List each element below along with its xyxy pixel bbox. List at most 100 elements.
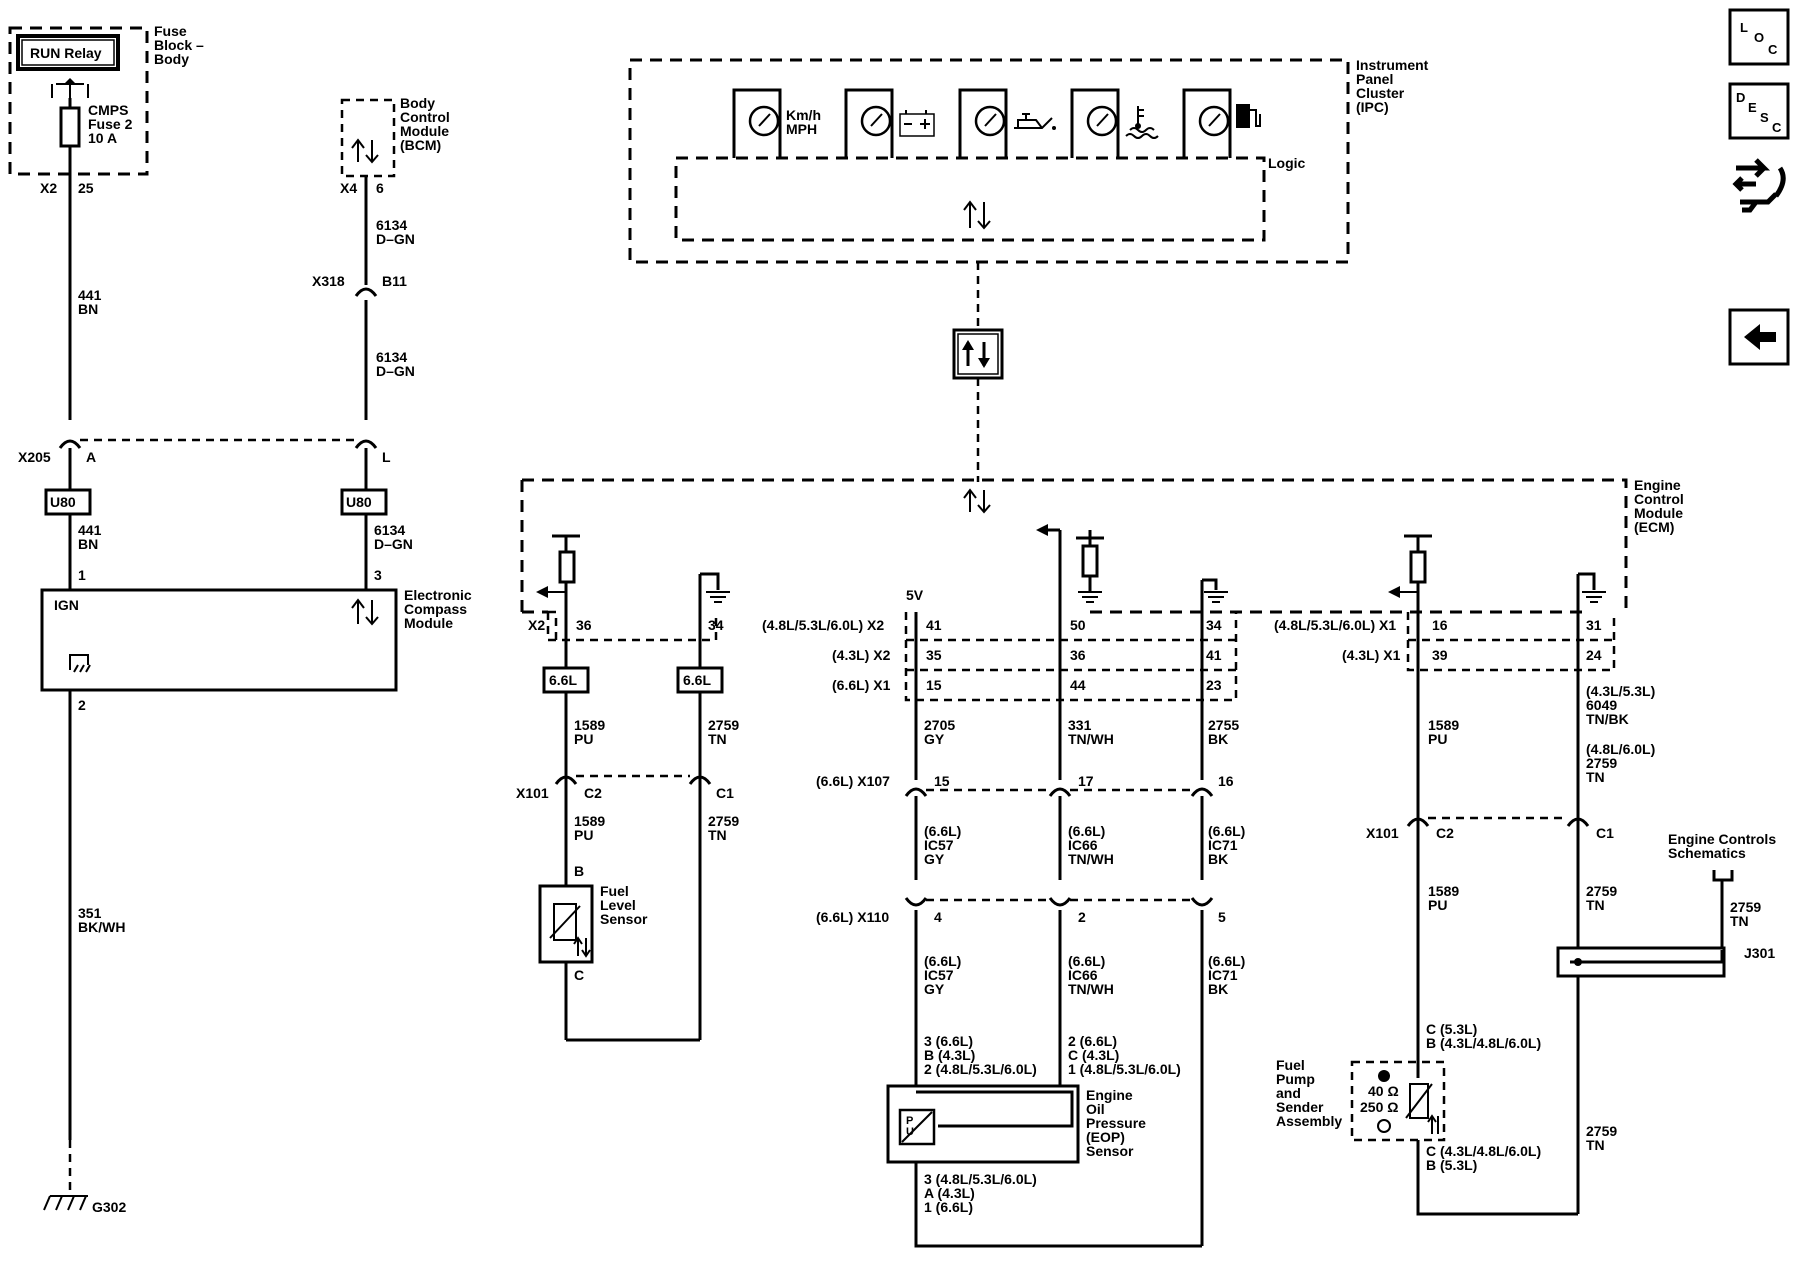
serial-data-gateway-icon	[952, 328, 1004, 380]
gauge-coolant-temp	[1070, 88, 1159, 158]
u80-option-a: U80	[50, 494, 76, 510]
fp-pin-39: 39	[1432, 647, 1448, 663]
compass-pin-3: 3	[374, 567, 382, 583]
conn-x205-label: X205	[18, 449, 51, 465]
fls-pin-c: C	[574, 967, 584, 983]
desc-letter-4: C	[1772, 120, 1782, 135]
fp-pin-31: 31	[1586, 617, 1602, 633]
diagnostic-procedure-button[interactable]	[1732, 158, 1786, 213]
eop-pins-c: 3 (4.8L/5.3L/6.0L)A (4.3L)1 (6.6L)	[924, 1171, 1037, 1215]
eop-row-2: (4.3L) X2	[832, 647, 891, 663]
eop-x110-p1: 4	[934, 909, 942, 925]
ground-g302: G302	[43, 1195, 126, 1215]
fuel-pump-circuit: (4.8L/5.3L/6.0L) X1 (4.3L) X1 16 39 31 2…	[1274, 534, 1776, 1216]
eop-x107-p2: 17	[1078, 773, 1094, 789]
oil-can-icon	[1014, 113, 1056, 130]
ground-g302-label: G302	[92, 1199, 126, 1215]
battery-icon	[899, 110, 935, 137]
loc-letter-3: C	[1768, 42, 1778, 57]
fuse-pin-25: 25	[78, 180, 94, 196]
gauge-oil-pressure	[958, 88, 1056, 158]
compass-pin-1: 1	[78, 567, 86, 583]
eop-c3-r2: 41	[1206, 647, 1222, 663]
eop-row-3: (6.6L) X1	[832, 677, 891, 693]
fuel-pump-icon	[1236, 104, 1261, 128]
bcm-pin-6: 6	[376, 180, 384, 196]
eop-row-1: (4.8L/5.3L/6.0L) X2	[762, 617, 884, 633]
fp-j301: J301	[1744, 945, 1775, 961]
desc-letter-2: E	[1748, 100, 1757, 115]
fls-pin-36: 36	[576, 617, 592, 633]
eop-pins-b: 2 (6.6L)C (4.3L)1 (4.8L/5.3L/6.0L)	[1068, 1033, 1181, 1077]
compass-pin-2: 2	[78, 697, 86, 713]
eop-conn-x107: (6.6L) X107	[816, 773, 890, 789]
description-view-button[interactable]: D E S C	[1728, 82, 1790, 140]
back-button[interactable]	[1728, 308, 1790, 366]
desc-letter-3: S	[1760, 110, 1769, 125]
conn-x205: X205 A L	[18, 438, 391, 465]
loc-letter-2: O	[1754, 30, 1764, 45]
fls-pin-34: 34	[708, 617, 724, 633]
fls-opt-6-6l-b: 6.6L	[683, 672, 711, 688]
fls-conn-x2: X2	[528, 617, 545, 633]
location-view-button[interactable]: L O C	[1728, 8, 1790, 66]
ipc-logic-label: Logic	[1268, 155, 1306, 171]
eop-c1-r1: 41	[926, 617, 942, 633]
eop-circuit: (4.8L/5.3L/6.0L) X2 (4.3L) X2 (6.6L) X1 …	[762, 524, 1245, 1248]
fls-opt-6-6l-a: 6.6L	[549, 672, 577, 688]
gauge-voltmeter	[844, 88, 935, 158]
back-arrow-icon	[1744, 324, 1776, 350]
eop-c2-r3: 44	[1070, 677, 1086, 693]
gauge-fuel-level	[1182, 88, 1261, 158]
fp-pins-bottom: C (4.3L/4.8L/6.0L)B (5.3L)	[1426, 1143, 1541, 1173]
fp-pin-16: 16	[1432, 617, 1448, 633]
run-relay-label: RUN Relay	[30, 45, 102, 61]
eop-x107-p3: 16	[1218, 773, 1234, 789]
fp-conn-x101: X101	[1366, 825, 1399, 841]
fp-pins-top: C (5.3L)B (4.3L/4.8L/6.0L)	[1426, 1021, 1541, 1051]
fp-row-1: (4.8L/5.3L/6.0L) X1	[1274, 617, 1396, 633]
eop-conn-x110: (6.6L) X110	[816, 909, 889, 925]
eop-c3-r3: 23	[1206, 677, 1222, 693]
eop-c3-r1: 34	[1206, 617, 1222, 633]
fls-pin-b: B	[574, 863, 584, 879]
fp-c2: C2	[1436, 825, 1454, 841]
coolant-temp-icon	[1125, 106, 1159, 139]
